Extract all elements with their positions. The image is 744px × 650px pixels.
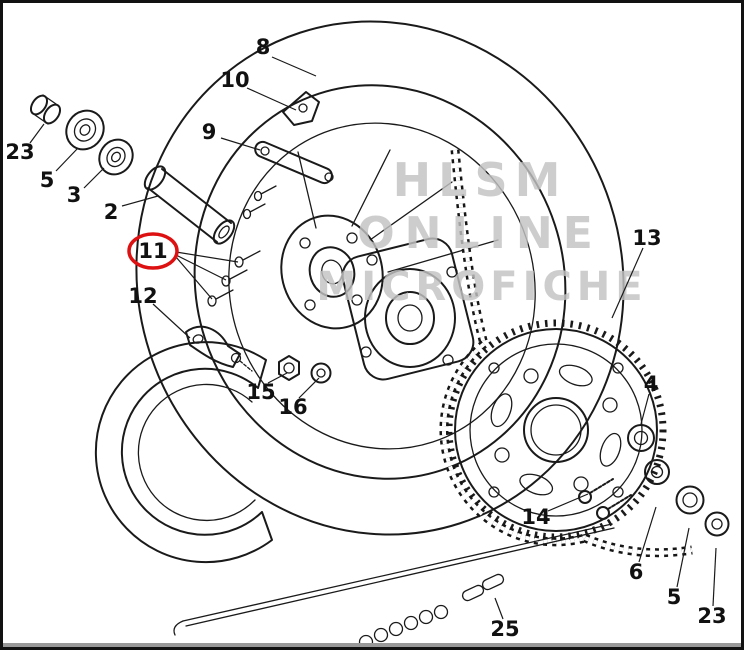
part-label-4: 4 [644,372,659,396]
watermark-line-3: MICROFICHE [316,264,647,310]
axle-spacer [143,165,236,245]
sprocket [445,319,667,541]
part-label-16: 16 [278,395,307,419]
part-label-3: 3 [67,183,82,207]
chain-strand [358,604,449,650]
washer-16 [310,362,332,384]
part-label-12: 12 [128,284,157,308]
collar-left [29,94,62,125]
part-label-10: 10 [220,68,249,92]
part-label-2: 2 [104,200,119,224]
bearing-small [98,138,134,176]
hub-screws [242,185,277,220]
collar-right [675,485,705,515]
bearing-large [65,109,105,151]
part-labels: 8 10 9 23 5 3 2 11 12 15 16 13 4 14 6 5 … [5,35,726,641]
watermark-line-2: ONLINE [357,208,603,259]
tire-and-rim [135,20,625,536]
part-label-11: 11 [138,239,167,263]
axle-nut [278,355,300,381]
part-label-9: 9 [202,120,217,144]
hub-assembly [280,214,384,330]
part-label-25: 25 [490,617,519,641]
sprocket-bolts [578,478,632,520]
spokes [297,149,499,273]
collar-4 [627,424,655,452]
highlight-circle-part-11 [127,232,179,270]
part-label-14: 14 [521,505,550,529]
scan-artifact-strip [2,643,742,648]
watermark: HLSM ONLINE MICROFICHE [316,153,647,310]
watermark-line-1: HLSM [393,153,568,207]
brake-arm [185,325,253,372]
drive-chain [439,149,693,558]
leader-lines [29,56,717,620]
part-label-8: 8 [256,35,271,59]
exploded-view-art [29,20,730,650]
spoke-nipples [207,250,261,307]
part-label-23-left: 23 [5,140,34,164]
master-link [461,573,505,602]
part-label-23-right: 23 [697,604,726,628]
brake-anchor-bracket [282,91,320,126]
brake-rod [173,523,615,636]
nut-right [704,511,730,537]
part-label-5-left: 5 [40,168,55,192]
brake-panel [341,237,475,381]
part-label-5-right: 5 [667,585,682,609]
washer-6 [644,459,670,485]
part-label-13: 13 [632,226,661,250]
part-label-15: 15 [246,380,275,404]
rim-cutaway-section [94,341,273,564]
torque-arm [254,140,334,185]
part-label-6: 6 [629,560,644,584]
